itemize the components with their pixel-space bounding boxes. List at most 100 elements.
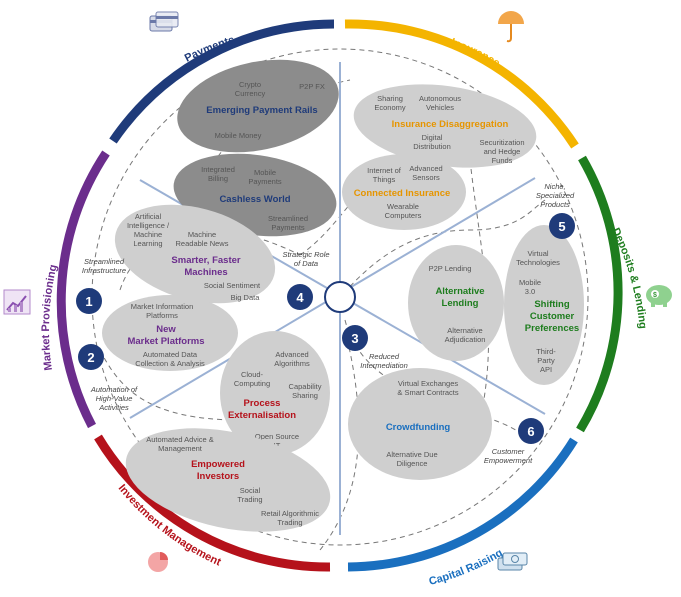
svg-text:Automated Advice &: Automated Advice & <box>146 435 214 444</box>
svg-text:Diligence: Diligence <box>397 459 428 468</box>
svg-text:Social: Social <box>240 486 261 495</box>
pie-chart-icon <box>148 552 168 572</box>
svg-text:Open Source: Open Source <box>255 432 299 441</box>
cluster-empowered-investors: Automated Advice & Management Empowered … <box>125 428 331 532</box>
svg-text:Social Sentiment: Social Sentiment <box>204 281 261 290</box>
svg-text:Securitization: Securitization <box>479 138 524 147</box>
title-new-market-2: Market Platforms <box>127 336 204 347</box>
svg-text:Integrated: Integrated <box>201 165 235 174</box>
svg-text:Automation of: Automation of <box>90 385 138 394</box>
theme-badge-5: 5 <box>549 213 575 239</box>
title-emerging-payment-rails: Emerging Payment Rails <box>206 105 317 116</box>
svg-text:Payments: Payments <box>271 223 305 232</box>
svg-text:Alternative: Alternative <box>447 326 482 335</box>
svg-text:Management: Management <box>158 444 203 453</box>
title-shifting-2: Customer <box>530 311 575 322</box>
title-insurance-disaggregation: Insurance Disaggregation <box>392 119 509 130</box>
cluster-shifting-preferences: Virtual Technologies Mobile 3.0 Shifting… <box>504 225 584 385</box>
title-process-2: Externalisation <box>228 410 296 421</box>
theme-labels: Streamlined Infrastructure Automation of… <box>82 182 575 465</box>
svg-text:and Hedge: and Hedge <box>484 147 521 156</box>
svg-text:Intelligence /: Intelligence / <box>127 221 170 230</box>
svg-text:Infrastructure: Infrastructure <box>82 266 126 275</box>
cluster-alternative-lending: P2P Lending Alternative Lending Alternat… <box>408 245 504 361</box>
cluster-smarter-machines: Artificial Intelligence / Machine Learni… <box>114 204 276 304</box>
ring-arc-capital <box>347 437 578 572</box>
ring-arc-deposits <box>576 155 623 433</box>
svg-text:Specialized: Specialized <box>536 191 575 200</box>
cluster-emerging-payment-rails: Crypto Currency P2P FX Emerging Payment … <box>177 59 339 153</box>
svg-text:Big Data: Big Data <box>231 293 261 302</box>
svg-text:2: 2 <box>87 350 94 365</box>
svg-text:Empowerment: Empowerment <box>484 456 533 465</box>
svg-text:4: 4 <box>296 290 304 305</box>
ring-arc-payments <box>109 19 335 144</box>
cluster-new-market-platforms: Market Information Platforms New Market … <box>102 295 238 371</box>
svg-text:Trading: Trading <box>277 518 302 527</box>
svg-text:Distribution: Distribution <box>413 142 451 151</box>
svg-text:Readable News: Readable News <box>176 239 229 248</box>
svg-text:Mobile: Mobile <box>254 168 276 177</box>
svg-text:Digital: Digital <box>422 133 443 142</box>
svg-text:API: API <box>540 365 552 374</box>
svg-text:Crypto: Crypto <box>239 80 261 89</box>
title-new-market-1: New <box>156 324 176 335</box>
cluster-insurance-disaggregation: Sharing Economy Autonomous Vehicles Insu… <box>353 84 537 168</box>
svg-text:Machine: Machine <box>188 230 216 239</box>
svg-text:Party: Party <box>537 356 555 365</box>
svg-text:3.0: 3.0 <box>525 287 535 296</box>
title-connected-insurance: Connected Insurance <box>354 188 451 199</box>
line-chart-icon <box>3 289 31 315</box>
title-smarter-machines-1: Smarter, Faster <box>171 255 240 266</box>
svg-text:Advanced: Advanced <box>275 350 308 359</box>
title-crowdfunding: Crowdfunding <box>386 422 451 433</box>
svg-text:Wearable: Wearable <box>387 202 419 211</box>
title-process-1: Process <box>244 398 281 409</box>
svg-text:Funds: Funds <box>492 156 513 165</box>
segment-ring <box>56 19 623 572</box>
title-shifting-1: Shifting <box>534 299 570 310</box>
ring-arc-market <box>56 150 110 429</box>
svg-text:Virtual Exchanges: Virtual Exchanges <box>398 379 459 388</box>
svg-text:Adjudication: Adjudication <box>445 335 486 344</box>
svg-text:3: 3 <box>351 331 358 346</box>
theme-badge-3: 3 <box>342 325 368 351</box>
svg-text:High-Value: High-Value <box>96 394 133 403</box>
svg-text:Sharing: Sharing <box>377 94 403 103</box>
svg-text:1: 1 <box>85 294 92 309</box>
svg-text:Market Information: Market Information <box>131 302 194 311</box>
svg-text:Algorithms: Algorithms <box>274 359 310 368</box>
svg-text:6: 6 <box>527 424 534 439</box>
svg-text:Alternative Due: Alternative Due <box>386 450 437 459</box>
theme-badge-4: 4 <box>287 284 313 310</box>
svg-text:Autonomous: Autonomous <box>419 94 461 103</box>
svg-text:Things: Things <box>373 175 396 184</box>
theme-badge-2: 2 <box>78 344 104 370</box>
svg-text:Automated Data: Automated Data <box>143 350 198 359</box>
segment-label-insurance: Insurance <box>449 36 502 69</box>
segment-label-market: Market Provisioning <box>40 263 60 371</box>
svg-text:Technologies: Technologies <box>516 258 560 267</box>
svg-text:Economy: Economy <box>374 103 406 112</box>
title-alt-lending-2: Lending <box>442 298 479 309</box>
money-stack-icon <box>497 552 528 571</box>
svg-text:Mobile: Mobile <box>519 278 541 287</box>
svg-text:of Data: of Data <box>294 259 318 268</box>
svg-text:Payments: Payments <box>248 177 282 186</box>
svg-text:& Smart Contracts: & Smart Contracts <box>397 388 459 397</box>
svg-text:Computing: Computing <box>234 379 270 388</box>
umbrella-icon <box>498 11 524 43</box>
title-cashless-world: Cashless World <box>219 194 290 205</box>
svg-text:Computers: Computers <box>385 211 422 220</box>
svg-text:Collection & Analysis: Collection & Analysis <box>135 359 205 368</box>
svg-text:Learning: Learning <box>133 239 162 248</box>
svg-text:Mobile Money: Mobile Money <box>215 131 262 140</box>
svg-text:5: 5 <box>558 219 565 234</box>
svg-text:Streamlined: Streamlined <box>268 214 308 223</box>
svg-text:P2P Lending: P2P Lending <box>429 264 472 273</box>
credit-card-icon <box>149 11 179 32</box>
title-shifting-3: Preferences <box>525 323 579 334</box>
svg-text:Intermediation: Intermediation <box>360 361 408 370</box>
svg-text:Products: Products <box>540 200 570 209</box>
